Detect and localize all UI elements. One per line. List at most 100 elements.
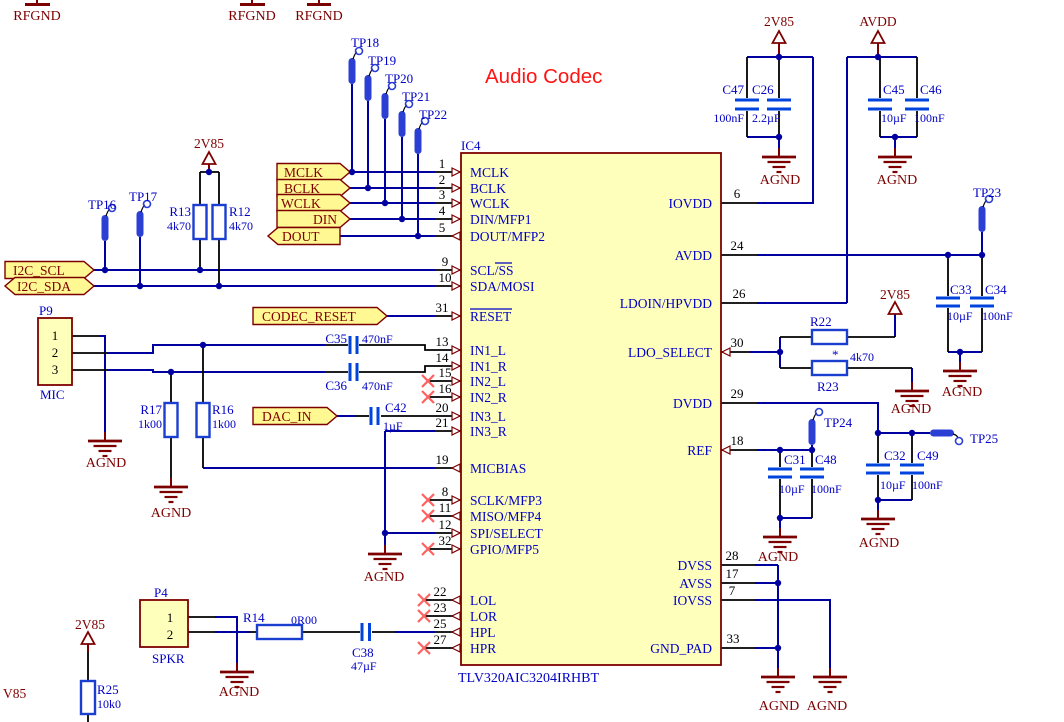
ground-symbols <box>25 0 979 694</box>
label-2v85: 2V85 <box>764 14 794 29</box>
connector-ref: P4 <box>154 585 168 600</box>
pin-name-dvss: DVSS <box>677 558 712 573</box>
pin-num: 16 <box>439 381 453 396</box>
port-label-dout: DOUT <box>282 229 320 244</box>
port-label-mclk: MCLK <box>284 165 323 180</box>
agnd-symbol <box>366 543 404 571</box>
label-2v85: 2V85 <box>194 136 224 151</box>
agnd-symbol <box>152 476 190 504</box>
val-r13: 4k70 <box>167 219 191 233</box>
pin-name-ldosel: LDO_SELECT <box>628 345 713 360</box>
pin-num: 20 <box>436 400 449 415</box>
val-c48: 100nF <box>811 482 842 496</box>
agnd-symbol <box>86 430 124 458</box>
pin-name-in3l: IN3_L <box>470 409 506 424</box>
resistor-r23 <box>810 359 849 377</box>
pin-name-in2l: IN2_L <box>470 374 506 389</box>
star-r22r23: * <box>832 347 839 362</box>
port-codec-reset <box>252 306 389 326</box>
pin-num: 33 <box>727 631 740 646</box>
port-i2c-sda <box>3 276 96 296</box>
testpoint-tp24 <box>807 407 824 446</box>
testpoints: TP16 TP17 TP18 TP19 TP20 TP21 TP22 TP23 … <box>88 35 1001 446</box>
pin-name-micbias: MICBIAS <box>470 461 526 476</box>
connector-pin: 1 <box>52 328 59 343</box>
pin-name-wclk: WCLK <box>470 196 510 211</box>
label-agnd: AGND <box>807 699 847 714</box>
pin-num: 3 <box>439 187 446 202</box>
pin-num: 6 <box>734 186 741 201</box>
connector-ref: P9 <box>39 303 53 318</box>
label-tp25: TP25 <box>970 431 998 446</box>
val-c49: 100nF <box>912 478 943 492</box>
agnd-symbol <box>859 508 897 536</box>
resistor-r14 <box>255 623 304 641</box>
val-r17: 1k00 <box>138 417 162 431</box>
pin-num: 2 <box>439 172 446 187</box>
agnd-symbol <box>876 146 914 174</box>
pin-num: 9 <box>442 254 449 269</box>
pin-name-ref: REF <box>687 443 712 458</box>
ref-c34: C34 <box>985 282 1007 297</box>
ref-c49: C49 <box>917 448 939 463</box>
testpoint-tp19 <box>363 63 380 102</box>
label-v85: V85 <box>3 686 26 701</box>
testpoint-tp25 <box>930 429 964 446</box>
pin-name-lol: LOL <box>470 593 496 608</box>
ref-c45: C45 <box>883 82 905 97</box>
pin-num: 31 <box>436 300 449 315</box>
pin-name-in2r: IN2_R <box>470 390 507 405</box>
pin-name-din: DIN/MFP1 <box>470 212 532 227</box>
ref-c46: C46 <box>920 82 942 97</box>
val-r16: 1k00 <box>212 417 236 431</box>
val-r22r23: 4k70 <box>850 350 874 364</box>
ref-c32: C32 <box>884 448 906 463</box>
label-agnd: AGND <box>758 550 798 565</box>
port-label-i2c-sda: I2C_SDA <box>17 279 71 294</box>
val-c35: 470nF <box>362 332 393 346</box>
label-agnd: AGND <box>942 385 982 400</box>
label-tp24: TP24 <box>824 415 853 430</box>
page-title: Audio Codec <box>485 65 602 88</box>
net-labels: RFGND RFGND RFGND 2V85 2V85 AVDD 2V85 2V… <box>3 9 982 714</box>
testpoint-tp21 <box>397 99 414 138</box>
label-agnd: AGND <box>877 173 917 188</box>
testpoint-tp18 <box>347 46 364 85</box>
pin-num: 5 <box>439 220 446 235</box>
pin-num: 13 <box>436 334 449 349</box>
val-c26: 2.2µF <box>752 111 781 125</box>
val-c38: 47µF <box>351 659 377 673</box>
ic-ref: IC4 <box>461 138 481 153</box>
ref-r13: R13 <box>169 204 191 219</box>
port-i2c-scl <box>4 260 96 280</box>
pin-num: 27 <box>434 632 448 647</box>
pin-name-avdd: AVDD <box>675 248 713 263</box>
pin-name-mclk: MCLK <box>470 165 509 180</box>
label-agnd: AGND <box>891 402 931 417</box>
pin-num: 22 <box>434 584 447 599</box>
val-c42: 1µF <box>383 419 403 433</box>
pin-name-avss: AVSS <box>679 576 712 591</box>
power-arrow-2v85 <box>80 631 96 645</box>
agnd-symbol <box>218 661 256 689</box>
ref-c36: C36 <box>325 378 347 393</box>
pin-name-scl: SCL/SS <box>470 263 514 278</box>
port-label-codec-reset: CODEC_RESET <box>262 309 357 324</box>
pin-num: 28 <box>726 548 739 563</box>
val-r14: 0R00 <box>291 613 317 627</box>
agnd-symbol <box>761 526 799 554</box>
val-c47: 100nF <box>713 111 744 125</box>
val-c32: 10µF <box>880 478 906 492</box>
pin-num: 11 <box>439 500 452 515</box>
agnd-symbol <box>760 146 798 174</box>
agnd-symbol <box>941 360 979 388</box>
pin-num: 17 <box>726 566 740 581</box>
pin-num: 18 <box>731 433 744 448</box>
label-tp22: TP22 <box>419 107 447 122</box>
ic-left-pin-numbers: 1 2 3 4 5 9 10 31 13 14 15 16 20 21 19 8… <box>434 156 453 647</box>
ref-c47: C47 <box>722 82 744 97</box>
power-arrow-2v85 <box>201 151 217 165</box>
pin-name-iovdd: IOVDD <box>669 196 713 211</box>
label-agnd: AGND <box>859 536 899 551</box>
